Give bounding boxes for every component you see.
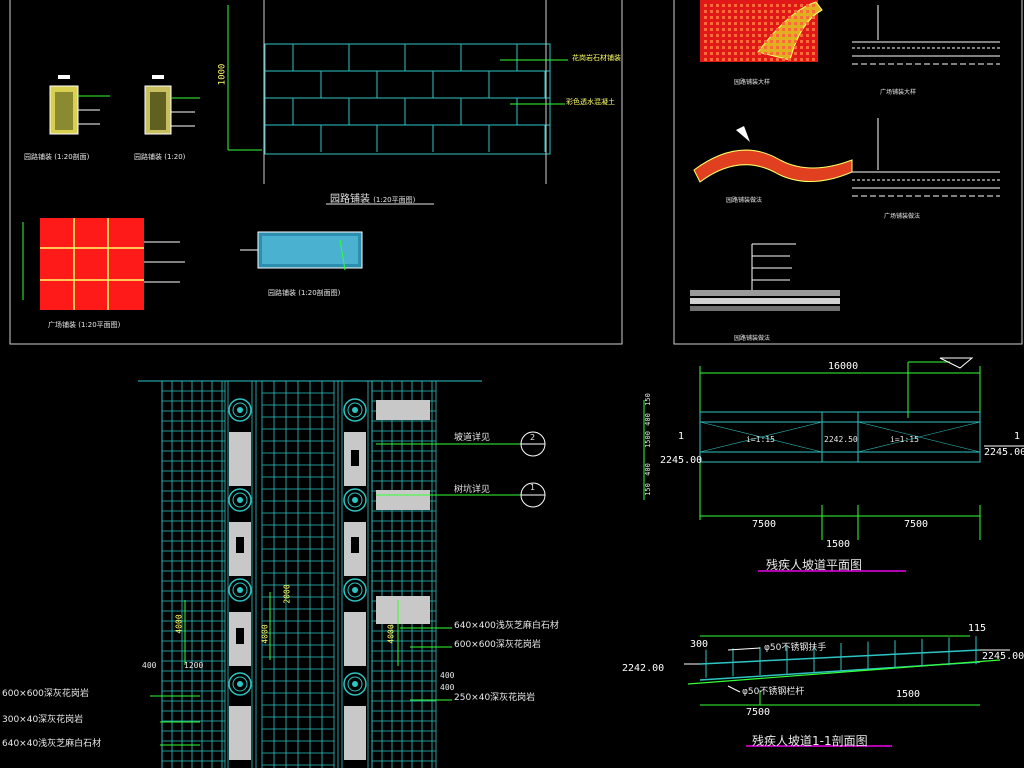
callout-2-label: 坡道详见 xyxy=(454,433,491,443)
caption-tr-3: 园路铺装做法 xyxy=(726,197,763,204)
section-detail-2 xyxy=(144,75,200,135)
plan-dim-400-a: 400 xyxy=(142,661,157,670)
road-plan xyxy=(138,380,482,768)
caption-tr-5: 园路铺装做法 xyxy=(734,335,771,342)
caption-plaza-paving: 广场铺装 (1:20平面图) xyxy=(48,322,120,329)
ramp-section-title: 残疾人坡道1-1剖面图 xyxy=(752,734,868,748)
caption-plaza-paving-note: (1:20平面图) xyxy=(78,321,121,329)
plan-dim-400-b: 400 xyxy=(440,671,455,680)
caption-path-paving: 园路铺装 (1:20平面图) xyxy=(330,190,415,205)
top-right-frame xyxy=(673,0,1023,345)
spec-l2: 300×40深灰花岗岩 xyxy=(2,715,84,725)
ramp-plan-title: 残疾人坡道平面图 xyxy=(766,558,863,572)
plan-dim-400-c: 400 xyxy=(440,683,455,692)
blue-paving-section xyxy=(240,231,363,271)
callout-2-number: 2 xyxy=(530,433,536,442)
callout-1-label: 树坑详见 xyxy=(454,485,491,495)
caption-path-paving-note: (1:20平面图) xyxy=(373,196,416,204)
top-right-panel xyxy=(673,0,1023,345)
caption-tr-4: 广场铺装做法 xyxy=(884,213,921,220)
ramp-side-dim-1: 150 xyxy=(643,393,652,406)
top-left-frame xyxy=(9,0,623,345)
callout-2 xyxy=(376,431,546,457)
plan-dim-4000-a: 4000 xyxy=(260,624,270,644)
ramp-dim-mid: 1500 xyxy=(826,539,851,550)
section-dim-bottom-left: 7500 xyxy=(746,707,771,718)
caption-tr-1: 园路铺装大样 xyxy=(734,79,771,86)
caption-detail-2: 园路铺装 (1:20) xyxy=(134,154,185,161)
ramp-side-dim-4: 400 xyxy=(643,463,652,476)
section-dim-top-left: 300 xyxy=(690,639,709,650)
caption-plaza-paving-text: 广场铺装 xyxy=(48,321,76,329)
curved-band-white-arrow xyxy=(736,126,750,142)
spec-l3: 640×40浅灰芝麻白石材 xyxy=(2,739,102,749)
plan-spec-leaders xyxy=(150,592,452,746)
label-permeable-concrete: 彩色透水混凝土 xyxy=(566,98,615,106)
caption-blue-paving: 园路铺装 (1:20剖面图) xyxy=(268,290,340,297)
caption-detail-2-note: (1:20) xyxy=(164,153,186,161)
section-elev-left: 2242.00 xyxy=(622,663,665,674)
ramp-section xyxy=(684,635,1010,747)
label-granite-paving: 花岗岩石材铺装 xyxy=(572,54,621,62)
ramp-side-dim-5: 150 xyxy=(643,483,652,496)
caption-blue-paving-text: 园路铺装 xyxy=(268,289,296,297)
ramp-mid-value: 2242.50 xyxy=(824,435,858,444)
ramp-elev-left: 2245.00 xyxy=(660,455,703,466)
section-layers-bottom xyxy=(852,118,1000,197)
plan-dim-4000-b: 4000 xyxy=(386,624,396,644)
top-left-panel xyxy=(9,0,623,345)
ramp-section-mark-right: 1 xyxy=(1014,431,1021,442)
ramp-dim-left: 7500 xyxy=(752,519,777,530)
callout-1 xyxy=(376,482,546,508)
spec-r2: 600×600深灰花岗岩 xyxy=(454,640,541,650)
section-layers-top xyxy=(852,5,1000,65)
ramp-section-mark-left: 1 xyxy=(678,431,685,442)
ramp-plan xyxy=(643,357,1024,572)
caption-path-paving-text: 园路铺装 xyxy=(330,194,370,205)
ramp-elev-right: 2245.00 xyxy=(984,447,1024,458)
caption-detail-1-note: (1:20剖面) xyxy=(54,153,90,161)
red-plaza-paving xyxy=(22,218,185,310)
caption-detail-1: 园路铺装 (1:20剖面) xyxy=(24,154,89,161)
stack-callout xyxy=(751,243,796,296)
ramp-slope-left: i=1:15 xyxy=(746,435,775,444)
section-detail-1 xyxy=(49,75,110,135)
section-elev-right: 2245.00 xyxy=(982,651,1024,662)
section-dim-bottom-right: 1500 xyxy=(896,689,921,700)
layered-strip xyxy=(690,290,840,311)
spec-r1: 640×400浅灰芝麻白石材 xyxy=(454,621,559,631)
spec-l1: 600×600深灰花岗岩 xyxy=(2,689,89,699)
red-grid-dots xyxy=(704,4,815,61)
caption-tr-2: 广场铺装大样 xyxy=(880,89,917,96)
ramp-slope-right: i=1:15 xyxy=(890,435,919,444)
spec-r3: 250×40深灰花岗岩 xyxy=(454,693,536,703)
curved-paving-band xyxy=(693,149,853,183)
ramp-side-dim-2: 400 xyxy=(643,413,652,426)
callout-1-number: 1 xyxy=(530,483,536,492)
plan-dim-4000-c: 4000 xyxy=(174,614,184,634)
elevation-vertical-dim: 1000 xyxy=(217,63,228,86)
ramp-dim-total: 16000 xyxy=(828,361,859,372)
plan-dim-1200: 1200 xyxy=(184,661,204,670)
caption-detail-2-text: 园路铺装 xyxy=(134,153,162,161)
caption-detail-1-text: 园路铺装 xyxy=(24,153,52,161)
caption-blue-paving-note: (1:20剖面图) xyxy=(298,289,341,297)
section-rail-bottom: φ50不锈钢栏杆 xyxy=(742,687,805,697)
plan-dim-2000: 2000 xyxy=(282,584,292,604)
paving-elevation xyxy=(264,43,551,155)
section-dim-top-right: 115 xyxy=(968,623,987,634)
ramp-side-dim-3: 1500 xyxy=(643,431,652,448)
ramp-dim-right: 7500 xyxy=(904,519,929,530)
section-rail-top: φ50不锈钢扶手 xyxy=(764,643,827,653)
